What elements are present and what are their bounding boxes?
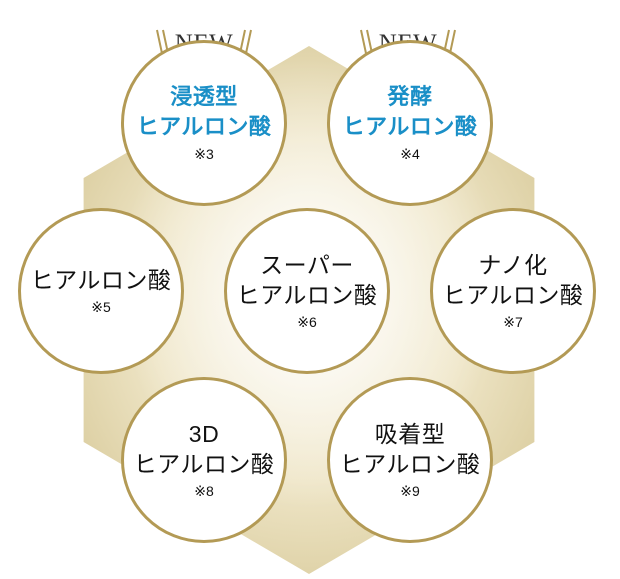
circle-title: 3D <box>188 421 220 447</box>
circle-3d-hyaluronic-acid: 3D ヒアルロン酸 ※8 <box>121 377 287 543</box>
circle-hyaluronic-acid: ヒアルロン酸 ※5 <box>18 208 184 374</box>
circle-title: 発酵 <box>387 84 433 109</box>
footnote-mark: ※3 <box>194 146 214 162</box>
circle-title: ナノ化 <box>478 252 548 278</box>
circle-subtitle: ヒアルロン酸 <box>339 451 481 477</box>
footnote-mark: ※6 <box>297 314 317 330</box>
circle-penetrating-hyaluronic-acid: 浸透型 ヒアルロン酸 ※3 <box>121 40 287 206</box>
circle-adsorbing-hyaluronic-acid: 吸着型 ヒアルロン酸 ※9 <box>327 377 493 543</box>
circle-super-hyaluronic-acid: スーパー ヒアルロン酸 ※6 <box>224 208 390 374</box>
circle-title: 浸透型 <box>170 84 238 109</box>
footnote-mark: ※5 <box>91 299 111 315</box>
footnote-mark: ※9 <box>400 483 420 499</box>
circle-subtitle: ヒアルロン酸 <box>342 114 478 139</box>
footnote-mark: ※8 <box>194 483 214 499</box>
circle-title: 吸着型 <box>374 421 446 447</box>
footnote-mark: ※4 <box>400 146 420 162</box>
footnote-mark: ※7 <box>503 314 523 330</box>
circle-fermented-hyaluronic-acid: 発酵 ヒアルロン酸 ※4 <box>327 40 493 206</box>
circle-title: スーパー <box>260 252 354 278</box>
circle-nano-hyaluronic-acid: ナノ化 ヒアルロン酸 ※7 <box>430 208 596 374</box>
circle-title: ヒアルロン酸 <box>30 267 172 293</box>
circle-subtitle: ヒアルロン酸 <box>236 282 378 308</box>
circle-subtitle: ヒアルロン酸 <box>133 451 275 477</box>
circle-subtitle: ヒアルロン酸 <box>136 114 272 139</box>
circle-subtitle: ヒアルロン酸 <box>442 282 584 308</box>
